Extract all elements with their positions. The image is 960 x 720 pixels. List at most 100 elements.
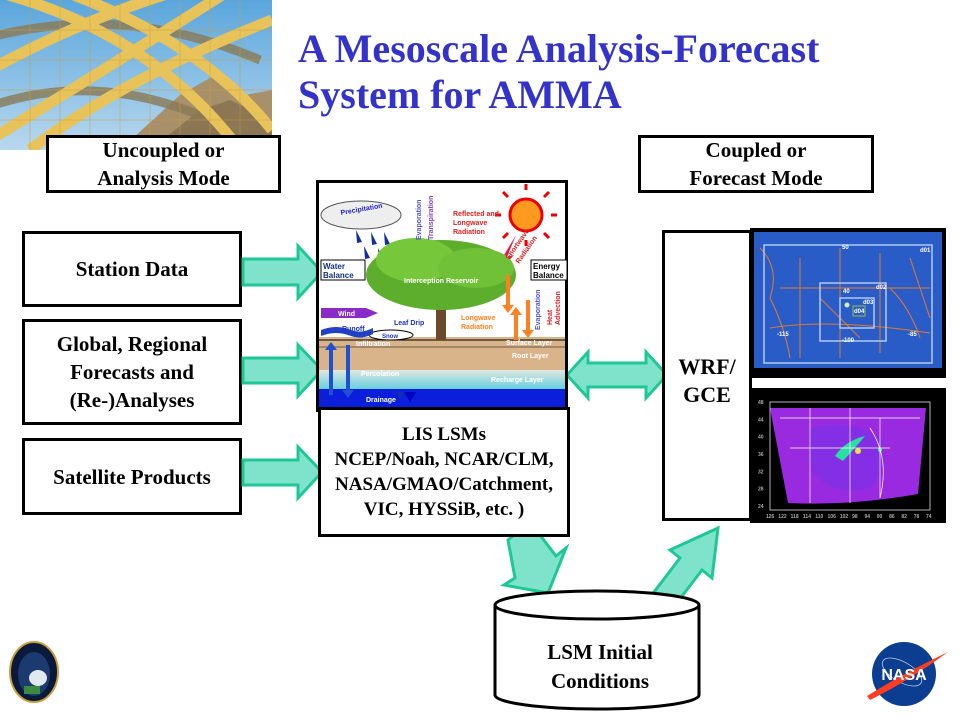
x-tick-label: 94	[864, 514, 870, 520]
x-tick-label: 110	[815, 514, 823, 520]
label-lon100: -100	[842, 338, 855, 344]
label-lon85: -85	[908, 332, 917, 338]
label-lat50: 50	[842, 245, 849, 251]
label-infiltration: Infiltration	[356, 341, 390, 348]
arrow-forecasts-to-lsm	[241, 341, 325, 400]
y-tick-label: 24	[758, 504, 764, 510]
wrf-line: WRF/	[678, 354, 736, 379]
label-water-balance-1: Water	[323, 262, 345, 271]
input-satellite-products: Satellite Products	[22, 438, 242, 515]
label-energy-balance-2: Balance	[533, 271, 564, 280]
label-longwave-2: Radiation	[461, 324, 493, 331]
y-tick-label: 44	[758, 417, 764, 423]
title-line-1: A Mesoscale Analysis-Forecast	[298, 26, 820, 71]
domain-d02	[819, 282, 887, 342]
lis-line: NASA/GMAO/Catchment,	[335, 474, 553, 495]
label-reflected-1: Reflected and	[453, 211, 499, 218]
x-tick-label: 106	[828, 514, 837, 520]
land-surface-model-diagram: Precipitation Evaporation Transpiration …	[316, 180, 568, 412]
label-lat40: 40	[843, 289, 850, 295]
cloud-icon	[320, 200, 402, 230]
y-tick-label: 32	[758, 469, 764, 475]
x-tick-label: 82	[901, 514, 907, 520]
sun-icon	[508, 197, 544, 233]
arrow-satellite-to-lsm	[241, 443, 325, 502]
initial-conditions-label: LSM Initial Conditions	[495, 638, 705, 696]
label-root-layer: Root Layer	[512, 353, 549, 360]
domain-d04	[852, 305, 866, 317]
input-label: Satellite Products	[53, 464, 211, 489]
nasa-wordmark: NASA	[881, 667, 927, 684]
arrow-station-to-lsm	[241, 242, 325, 302]
y-tick-label: 28	[758, 487, 764, 493]
x-tick-label: 122	[778, 514, 787, 520]
label-advection: Advection	[555, 291, 562, 325]
label-longwave-1: Longwave	[461, 315, 495, 322]
uncoupled-line-1: Uncoupled or	[102, 138, 225, 162]
lis-emblem-logo	[9, 641, 59, 703]
label-interception: Interception Reservoir	[404, 278, 479, 285]
domain-d01	[763, 244, 933, 364]
lis-line: LIS LSMs	[402, 424, 486, 445]
domain-d03	[839, 297, 875, 329]
label-reflected-2: Longwave	[453, 220, 487, 227]
label-d04: d04	[854, 309, 865, 315]
title-line-2: System for AMMA	[298, 72, 622, 117]
x-tick-label: 102	[840, 514, 849, 520]
slide-title: A Mesoscale Analysis-Forecast System for…	[298, 26, 819, 118]
label-leaf-drip: Leaf Drip	[394, 320, 424, 327]
input-station-data: Station Data	[22, 231, 242, 307]
input-forecasts-analyses: Global, Regional Forecasts and (Re-)Anal…	[22, 319, 242, 425]
x-tick-label: 86	[889, 514, 895, 520]
initial-conditions-cylinder	[493, 589, 701, 711]
coupled-line-2: Forecast Mode	[689, 166, 823, 190]
y-tick-label: 40	[758, 435, 764, 441]
input-label: Global, Regional	[56, 332, 208, 356]
x-tick-label: 78	[914, 514, 920, 520]
y-tick-label: 36	[758, 452, 764, 458]
arrow-lsm-wrf-bidirectional	[564, 348, 670, 402]
label-d01: d01	[920, 248, 931, 254]
lis-line: NCEP/Noah, NCAR/CLM,	[334, 449, 554, 470]
label-drainage: Drainage	[366, 397, 396, 404]
wind-arrow-icon	[321, 308, 378, 318]
label-lon115: -115	[777, 332, 789, 338]
x-tick-label: 74	[926, 514, 932, 520]
x-tick-label: 118	[791, 514, 799, 520]
y-tick-label: 48	[758, 400, 764, 406]
label-reflected-3: Radiation	[453, 229, 485, 236]
ic-line: Conditions	[550, 669, 650, 693]
wrf-gce-box: WRF/ GCE	[662, 230, 752, 521]
uncoupled-line-2: Analysis Mode	[97, 166, 230, 190]
input-label: Station Data	[75, 257, 189, 281]
wrf-domain-map: d01 d02 d03 d04 50 40 -115 -100 -85	[750, 228, 946, 378]
coupled-line-1: Coupled or	[705, 138, 807, 162]
label-evaporation-2: Evaporation	[535, 290, 542, 330]
lis-lsms-box: LIS LSMs NCEP/Noah, NCAR/CLM, NASA/GMAO/…	[318, 407, 570, 537]
label-d03: d03	[863, 300, 874, 306]
input-label: Forecasts and	[70, 360, 194, 384]
label-surface-layer: Surface Layer	[506, 340, 553, 347]
ic-line: LSM Initial	[547, 640, 653, 664]
uncoupled-mode-label: Uncoupled or Analysis Mode	[46, 135, 281, 193]
nasa-logo: NASA	[867, 642, 948, 706]
label-recharge-layer: Recharge Layer	[491, 377, 544, 384]
label-evaporation: Evaporation	[416, 200, 423, 240]
coupled-mode-label: Coupled or Forecast Mode	[638, 135, 874, 193]
label-water-balance-2: Balance	[323, 271, 354, 280]
x-tick-label: 90	[877, 514, 883, 520]
header-photo	[0, 0, 272, 150]
x-tick-label: 114	[803, 514, 811, 520]
input-label: (Re-)Analyses	[69, 388, 195, 412]
wrf-line: GCE	[683, 382, 731, 407]
label-wind: Wind	[338, 311, 355, 318]
label-percolation: Percolation	[361, 371, 399, 378]
lis-line: VIC, HYSSiB, etc. )	[363, 499, 525, 520]
label-d02: d02	[876, 285, 887, 291]
x-tick-label: 98	[852, 514, 858, 520]
label-transpiration: Transpiration	[428, 196, 435, 240]
x-tick-label: 126	[766, 514, 775, 520]
label-runoff: Runoff	[342, 326, 365, 333]
label-energy-balance-1: Energy	[533, 262, 561, 271]
